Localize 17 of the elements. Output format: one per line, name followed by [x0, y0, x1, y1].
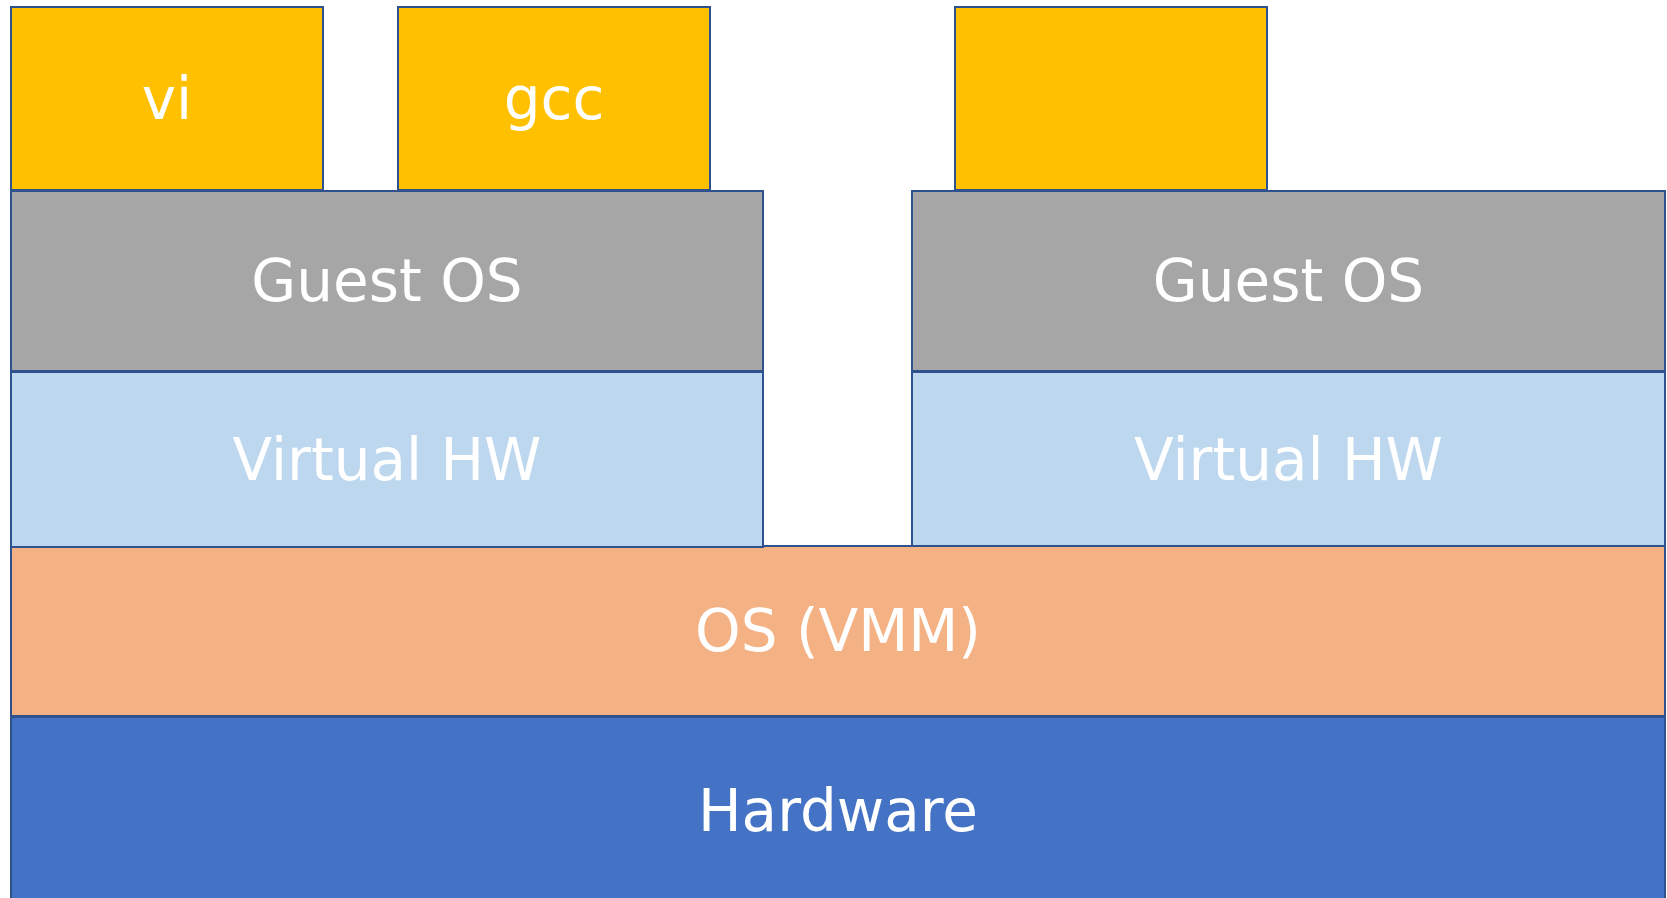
app-box	[10, 6, 324, 191]
guest-os-layer	[911, 190, 1666, 372]
layer-label: OS (VMM)	[695, 597, 981, 665]
app-box	[397, 6, 711, 191]
layer-label: Guest OS	[251, 247, 523, 315]
vmm-layer	[10, 545, 1666, 717]
layer-label: Virtual HW	[1134, 425, 1443, 494]
layer-label: Virtual HW	[232, 425, 542, 494]
virtual-hardware-layer	[911, 371, 1666, 548]
layer-label: vi	[141, 64, 193, 133]
layer-label: gcc	[503, 64, 605, 133]
hardware-layer	[10, 716, 1666, 898]
virtual-hardware-layer	[10, 371, 764, 548]
layer-label: Guest OS	[1152, 247, 1425, 315]
app-box	[954, 6, 1268, 191]
guest-os-layer	[10, 190, 764, 372]
layer-label: Hardware	[698, 777, 978, 845]
